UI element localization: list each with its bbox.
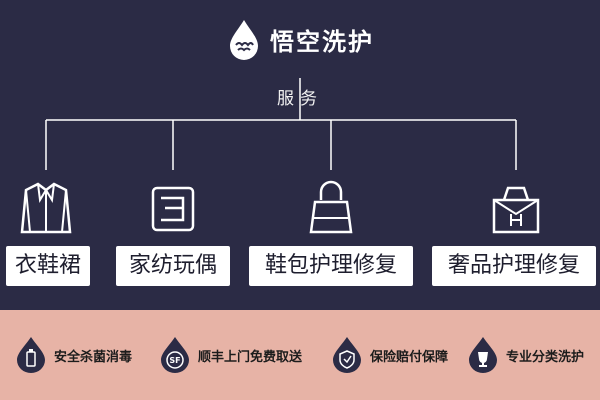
handbag-icon xyxy=(309,180,353,234)
brand-header: 悟空洗护 xyxy=(0,18,600,60)
feature-label-2: 顺丰上门免费取送 xyxy=(198,349,303,365)
category-node-4 xyxy=(436,180,596,236)
category-label-1: 衣鞋裙 xyxy=(6,246,90,286)
feature-label-3: 保险赔付保障 xyxy=(370,349,449,365)
bottle-drop-icon xyxy=(17,337,45,373)
root-label: 服务 xyxy=(277,89,323,109)
category-label-3: 鞋包护理修复 xyxy=(249,246,413,286)
feature-label-4: 专业分类洗护 xyxy=(506,349,585,365)
shield-drop-icon xyxy=(333,337,361,373)
feature-3: 保险赔付保障 xyxy=(330,336,448,374)
category-label-2: 家纺玩偶 xyxy=(116,246,230,286)
jacket-icon xyxy=(20,182,72,234)
sf-drop-icon: SF xyxy=(161,337,189,373)
brand-name: 悟空洗护 xyxy=(270,26,374,56)
category-node-1 xyxy=(0,180,126,236)
trophy-drop-icon xyxy=(469,337,497,373)
feature-2: SF 顺丰上门免费取送 xyxy=(158,336,302,374)
category-node-3 xyxy=(251,180,411,236)
category-node-2 xyxy=(93,180,253,236)
svg-text:SF: SF xyxy=(169,356,180,365)
luxury-bag-icon xyxy=(492,186,540,234)
feature-4: 专业分类洗护 xyxy=(466,336,584,374)
feature-1: 安全杀菌消毒 xyxy=(14,336,132,374)
category-label-4: 奢品护理修复 xyxy=(432,246,596,286)
feature-label-1: 安全杀菌消毒 xyxy=(54,349,133,365)
feature-footer: 安全杀菌消毒 SF 顺丰上门免费取送 保险赔付保障 xyxy=(0,310,600,400)
bed-sheet-icon xyxy=(151,186,195,232)
water-drop-cloud-icon xyxy=(230,20,258,60)
